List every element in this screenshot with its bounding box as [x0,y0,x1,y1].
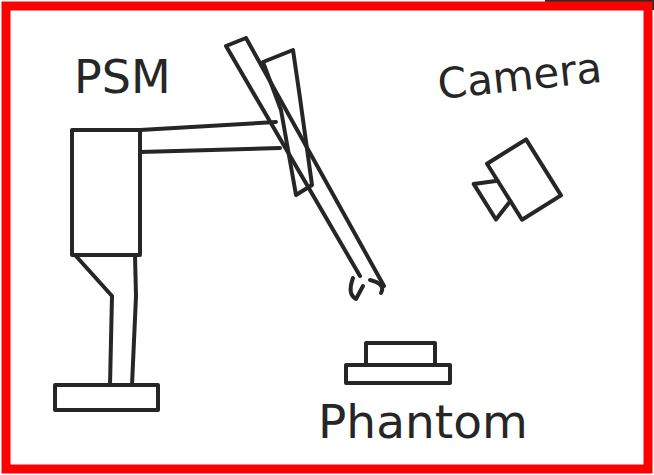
part-label: PSM [74,54,171,100]
robot-base [55,385,158,410]
robot-body [72,130,140,255]
frame-border [6,6,648,469]
phantom-base [346,365,450,383]
robot-arm [140,122,280,152]
tool-carriage [263,50,312,195]
robot-leg [132,255,136,385]
tool-shaft [226,38,384,286]
gripper [351,278,383,299]
camera-symbol [468,139,561,231]
camera-lens [474,172,515,219]
part-label: Phantom [318,398,528,445]
phantom-top [366,343,435,365]
robot-leg [75,255,112,385]
